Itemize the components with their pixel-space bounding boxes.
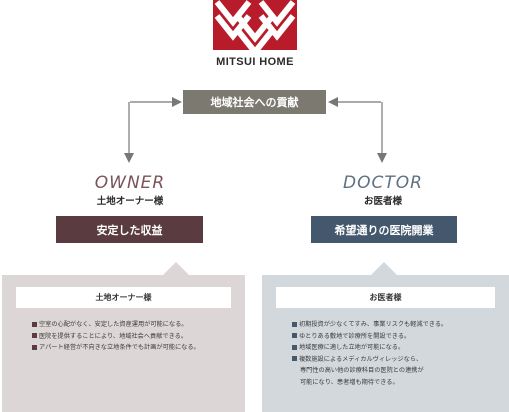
mitsui-home-logo-icon	[213, 0, 297, 50]
owner-role-en: OWNER	[94, 173, 166, 193]
square-bullet-icon	[292, 356, 297, 361]
square-bullet-icon	[292, 321, 297, 327]
doctor-result-box: 希望通りの医院開業	[311, 216, 457, 243]
square-bullet-icon	[292, 344, 297, 350]
owner-benefit-list: 空室の心配がなく、安定した資産運用が可能になる。 医院を提供することにより、地域…	[32, 319, 235, 354]
square-bullet-icon	[32, 333, 37, 338]
list-item: 地域医療に適した立地が可能になる。	[292, 342, 499, 354]
owner-role-jp: 土地オーナー様	[96, 196, 164, 207]
list-item: アパート経営が不向きな立地条件でも計画が可能になる。	[32, 342, 235, 354]
list-item: ゆとりある敷地で診療所を開設できる。	[292, 331, 499, 343]
doctor-role-jp: お医者様	[363, 196, 402, 207]
doctor-benefit-list: 初期投資が少なくてすみ、事業リスクも軽減できる。 ゆとりある敷地で診療所を開設で…	[292, 319, 499, 388]
logo-text: MITSUI HOME	[216, 56, 294, 68]
square-bullet-icon	[32, 321, 37, 327]
arrowhead-doctor-down	[377, 153, 387, 163]
community-contribution-box: 地域社会への貢献	[183, 90, 326, 114]
arrowhead-left-to-center	[172, 97, 182, 107]
arrowhead-owner-down	[124, 153, 134, 163]
square-bullet-icon	[292, 333, 297, 338]
doctor-panel-pointer	[371, 262, 397, 275]
doctor-role-en: DOCTOR	[343, 173, 423, 193]
arrowhead-right-to-center	[328, 97, 338, 107]
list-item-continuation: 専門性の高い他の診療科目の医院との連携が	[300, 367, 424, 374]
list-item: 医院を提供することにより、地域社会へ貢献できる。	[32, 331, 235, 343]
doctor-benefits-panel: お医者様 初期投資が少なくてすみ、事業リスクも軽減できる。 ゆとりある敷地で診療…	[262, 275, 509, 412]
owner-panel-pointer	[163, 262, 189, 275]
doctor-panel-title: お医者様	[276, 287, 495, 308]
owner-benefits-panel: 土地オーナー様 空室の心配がなく、安定した資産運用が可能になる。 医院を提供する…	[2, 275, 245, 412]
list-item: 初期投資が少なくてすみ、事業リスクも軽減できる。	[292, 319, 499, 331]
list-item: 空室の心配がなく、安定した資産運用が可能になる。	[32, 319, 235, 331]
list-item: 複数施設によるメディカルヴィレッジなら、	[292, 354, 499, 366]
owner-result-box: 安定した収益	[56, 216, 203, 243]
owner-panel-title: 土地オーナー様	[16, 287, 231, 308]
square-bullet-icon	[32, 344, 37, 350]
list-item-continuation: 可能になり、患者増も期待できる。	[300, 378, 399, 386]
